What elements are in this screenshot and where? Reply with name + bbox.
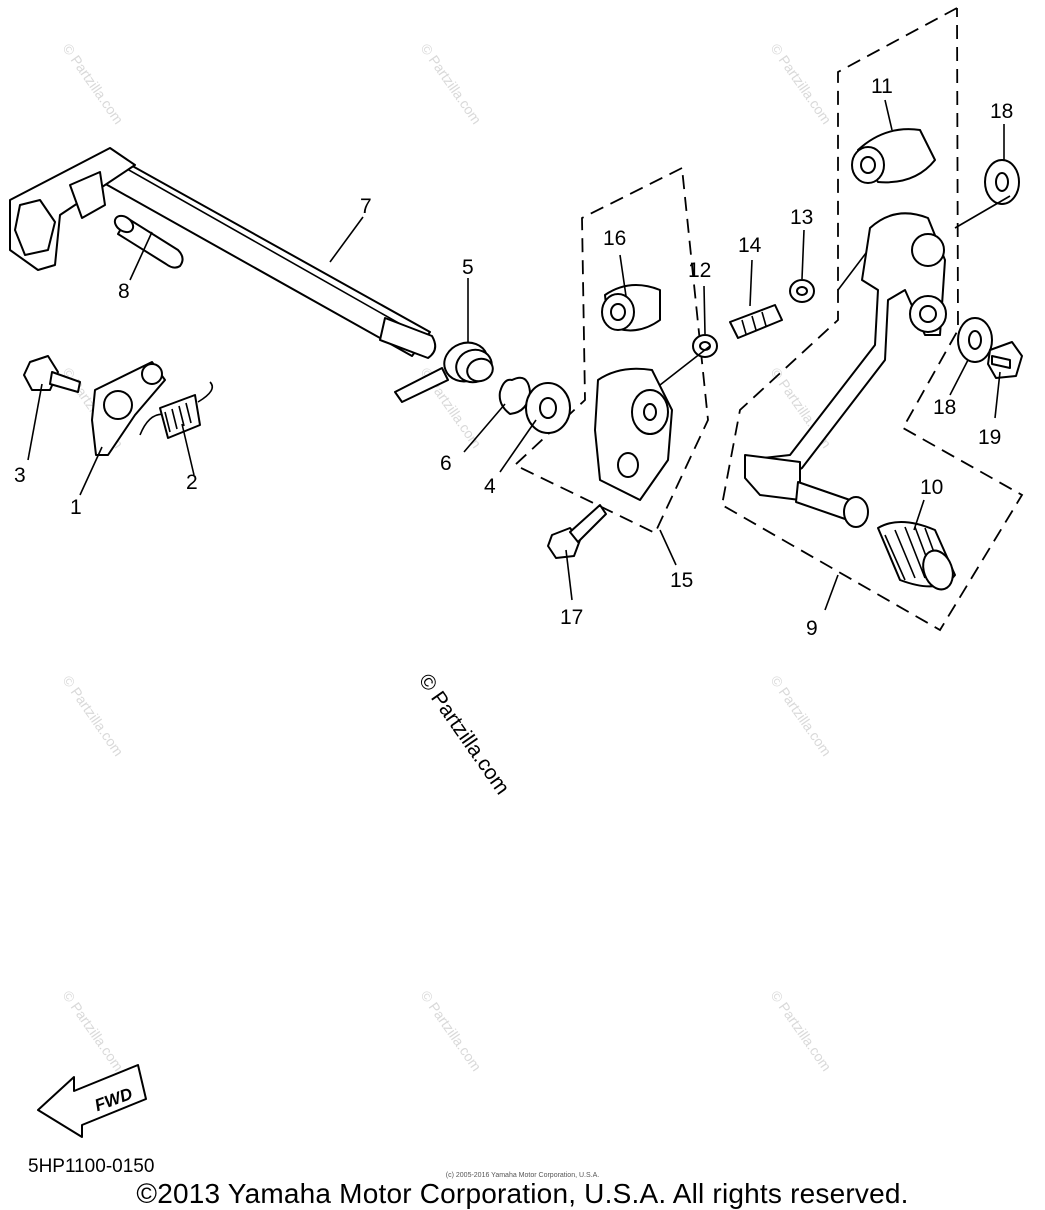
diagram-code: 5HP1100-0150 [28, 1156, 155, 1177]
part-11-collar [851, 128, 936, 184]
callout-15: 15 [670, 569, 693, 592]
part-15-shift-arm [594, 367, 673, 501]
callout-18-mid: 18 [933, 396, 956, 419]
assembly-9-outline [720, 7, 1024, 632]
watermark: © Partzilla.com [418, 988, 485, 1074]
assembly-outlines [513, 7, 1024, 632]
callout-19: 19 [978, 426, 1001, 449]
callout-13: 13 [790, 206, 813, 229]
watermark: © Partzilla.com [60, 673, 127, 759]
part-13-nut [789, 279, 815, 303]
callout-3: 3 [14, 464, 26, 487]
callout-5: 5 [462, 256, 474, 279]
part-8-pin [113, 214, 184, 269]
part-2-spring [139, 381, 214, 439]
part-4-washer [525, 382, 571, 434]
watermark: © Partzilla.com [768, 673, 835, 759]
callout-14: 14 [738, 234, 762, 257]
callouts: 7 8 5 6 4 3 1 2 16 12 14 13 11 18 18 19 … [14, 75, 1013, 640]
part-17-bolt [547, 504, 607, 559]
callout-7: 7 [360, 195, 372, 218]
part-16-collar [601, 284, 661, 332]
callout-10: 10 [920, 476, 943, 499]
part-1-stopper-lever [91, 361, 166, 456]
part-12-nut [692, 334, 718, 358]
callout-1: 1 [70, 496, 82, 519]
part-3-bolt [23, 355, 81, 393]
callout-17: 17 [560, 606, 583, 629]
assembly-15-outline [513, 167, 709, 535]
part-10-pedal-rubber [877, 521, 956, 591]
callout-9: 9 [806, 617, 818, 640]
watermark: © Partzilla.com [418, 41, 485, 127]
watermark: © Partzilla.com [768, 41, 835, 127]
part-9-shift-pedal [744, 212, 947, 528]
callout-12: 12 [688, 259, 711, 282]
part-14-bolt [729, 304, 783, 339]
watermark: © Partzilla.com [768, 988, 835, 1074]
callout-16: 16 [603, 227, 626, 250]
part-7-shift-shaft [9, 147, 437, 359]
callout-6: 6 [440, 452, 452, 475]
part-19-bolt [987, 341, 1023, 379]
fwd-arrow: FWD [37, 1064, 147, 1138]
part-6-circlip [498, 376, 531, 415]
part-18-washer-top [984, 159, 1020, 205]
callout-4: 4 [484, 475, 496, 498]
small-copyright: (c) 2005-2016 Yamaha Motor Corporation, … [445, 1172, 600, 1179]
watermark: © Partzilla.com [60, 41, 127, 127]
watermark: © Partzilla.com [60, 988, 127, 1074]
callout-2: 2 [186, 471, 198, 494]
part-18-washer-mid [957, 317, 993, 363]
part-5-spring [394, 341, 494, 403]
copyright-notice: ©2013 Yamaha Motor Corporation, U.S.A. A… [136, 1178, 909, 1209]
callout-8: 8 [118, 280, 130, 303]
watermark-center: © Partzilla.com [414, 670, 514, 799]
leader-lines [27, 99, 1011, 611]
callout-18-top: 18 [990, 100, 1013, 123]
callout-11: 11 [871, 75, 893, 98]
